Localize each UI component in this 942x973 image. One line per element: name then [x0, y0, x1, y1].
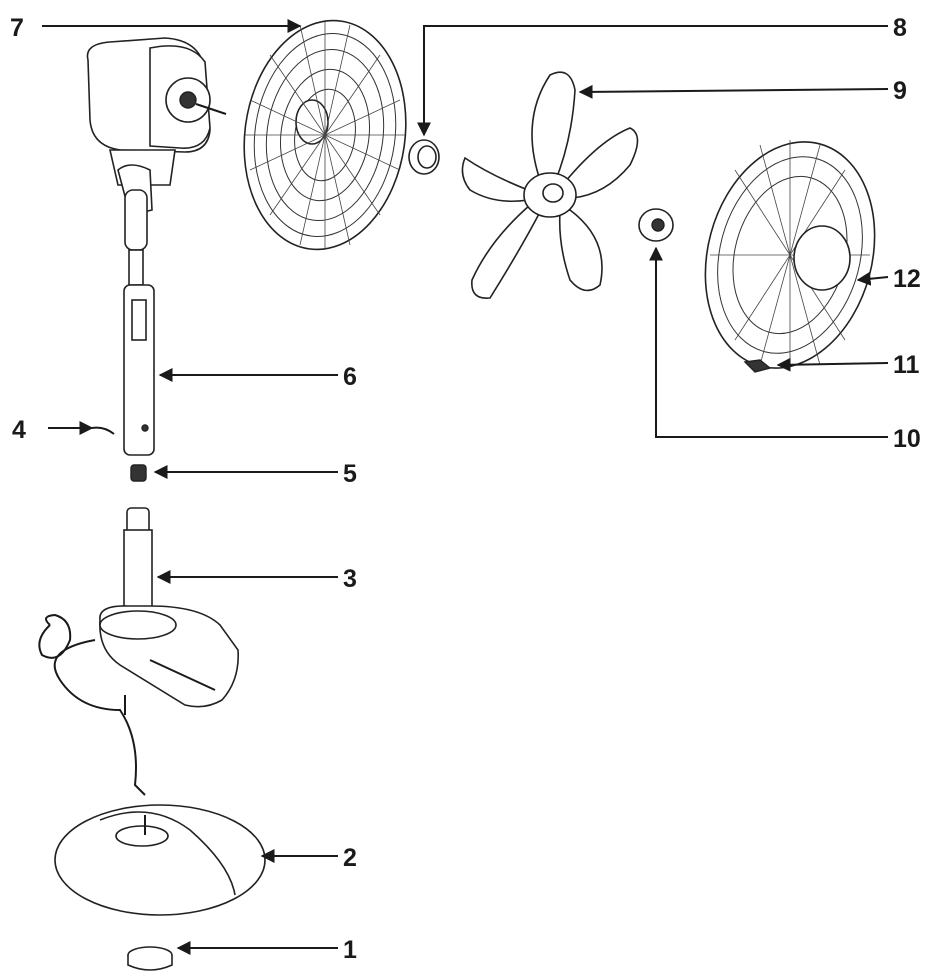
callout-8: 8 — [893, 14, 907, 42]
fan-blade — [461, 71, 639, 299]
outer-pole-and-base — [38, 507, 239, 796]
callout-4: 4 — [12, 416, 26, 444]
callout-3: 3 — [343, 565, 357, 593]
callout-1: 1 — [343, 936, 357, 964]
callout-11: 11 — [893, 351, 920, 379]
inner-pole — [91, 284, 155, 456]
callout-2: 2 — [343, 844, 357, 872]
rear-grill — [243, 19, 407, 251]
motor-head — [86, 37, 227, 286]
callout-7: 7 — [10, 14, 24, 42]
callout-10: 10 — [893, 425, 921, 453]
callout-9: 9 — [893, 77, 907, 105]
base-plate — [54, 804, 266, 916]
locking-knob — [130, 464, 147, 482]
base-nut — [127, 946, 173, 971]
callout-6: 6 — [343, 363, 357, 391]
callout-5: 5 — [343, 460, 357, 488]
rear-grill-nut — [408, 139, 440, 175]
callout-leaders — [42, 19, 889, 955]
spinner-cap — [638, 208, 674, 242]
callout-12: 12 — [893, 265, 921, 293]
front-grill — [704, 140, 876, 373]
